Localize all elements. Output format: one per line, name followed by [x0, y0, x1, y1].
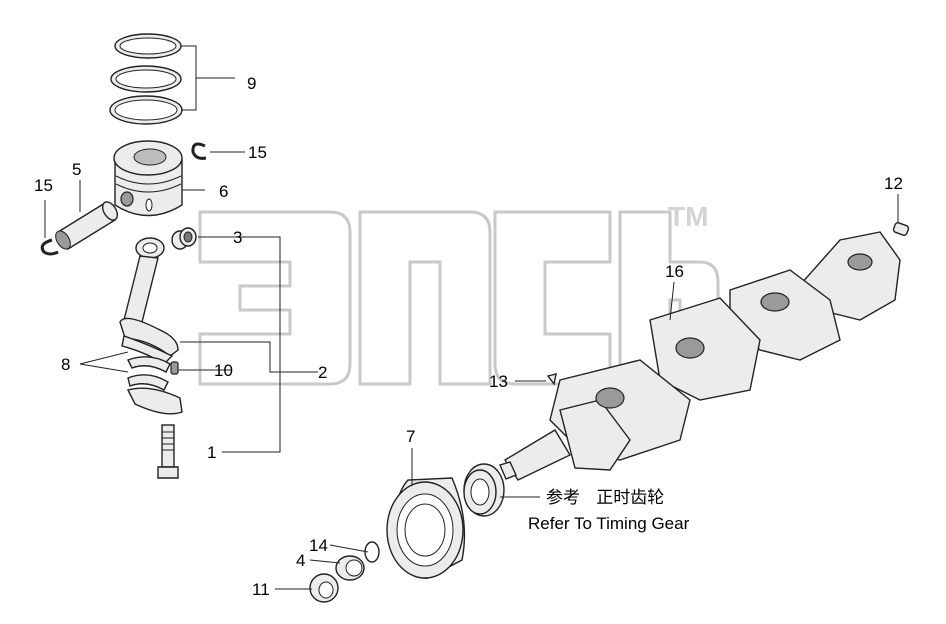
circlip-left: [40, 238, 59, 256]
piston-pin: [55, 201, 119, 250]
callout-1: 1: [207, 443, 216, 462]
reference-note-chinese: 参考 正时齿轮: [546, 488, 664, 508]
callout-8: 8: [61, 355, 70, 374]
callout-7: 7: [406, 427, 415, 446]
callout-10: 10: [214, 361, 233, 380]
watermark-logo: TM: [198, 201, 720, 386]
trademark-symbol: TM: [668, 201, 708, 232]
rod-cap: [126, 387, 183, 415]
connecting-rod: [119, 237, 179, 365]
leader-lines: [44, 45, 899, 590]
woodruff-key: [546, 373, 557, 386]
callout-5: 5: [72, 160, 81, 179]
crank-pulley: [386, 477, 466, 579]
callout-3: 3: [233, 228, 242, 247]
reference-note-english: Refer To Timing Gear: [528, 514, 690, 533]
crank-dowel: [892, 222, 910, 236]
callout-labels: 1 2 3 4 5 6 7 8 9 10 11 12 13 14 15 15 1…: [34, 74, 903, 599]
crankshaft: [499, 231, 901, 481]
timing-gear: [463, 463, 505, 517]
piston: [113, 140, 183, 217]
callout-13: 13: [489, 372, 508, 391]
rod-bolt: [157, 424, 179, 479]
callout-6: 6: [219, 182, 228, 201]
bushing: [171, 227, 197, 250]
callout-12: 12: [884, 174, 903, 193]
callout-16: 16: [665, 262, 684, 281]
callout-4: 4: [296, 551, 305, 570]
dowel-pin: [170, 361, 179, 375]
callout-2: 2: [318, 363, 327, 382]
bearing-shells: [127, 356, 171, 391]
callout-15-left: 15: [34, 176, 53, 195]
callout-15-top: 15: [248, 143, 267, 162]
callout-9: 9: [247, 74, 256, 93]
circlip-top: [191, 142, 207, 160]
spacer: [335, 555, 365, 581]
o-ring: [364, 541, 380, 563]
callout-14: 14: [309, 536, 328, 555]
pulley-nut: [309, 573, 339, 603]
piston-rings: [109, 33, 183, 125]
callout-11: 11: [252, 580, 270, 599]
